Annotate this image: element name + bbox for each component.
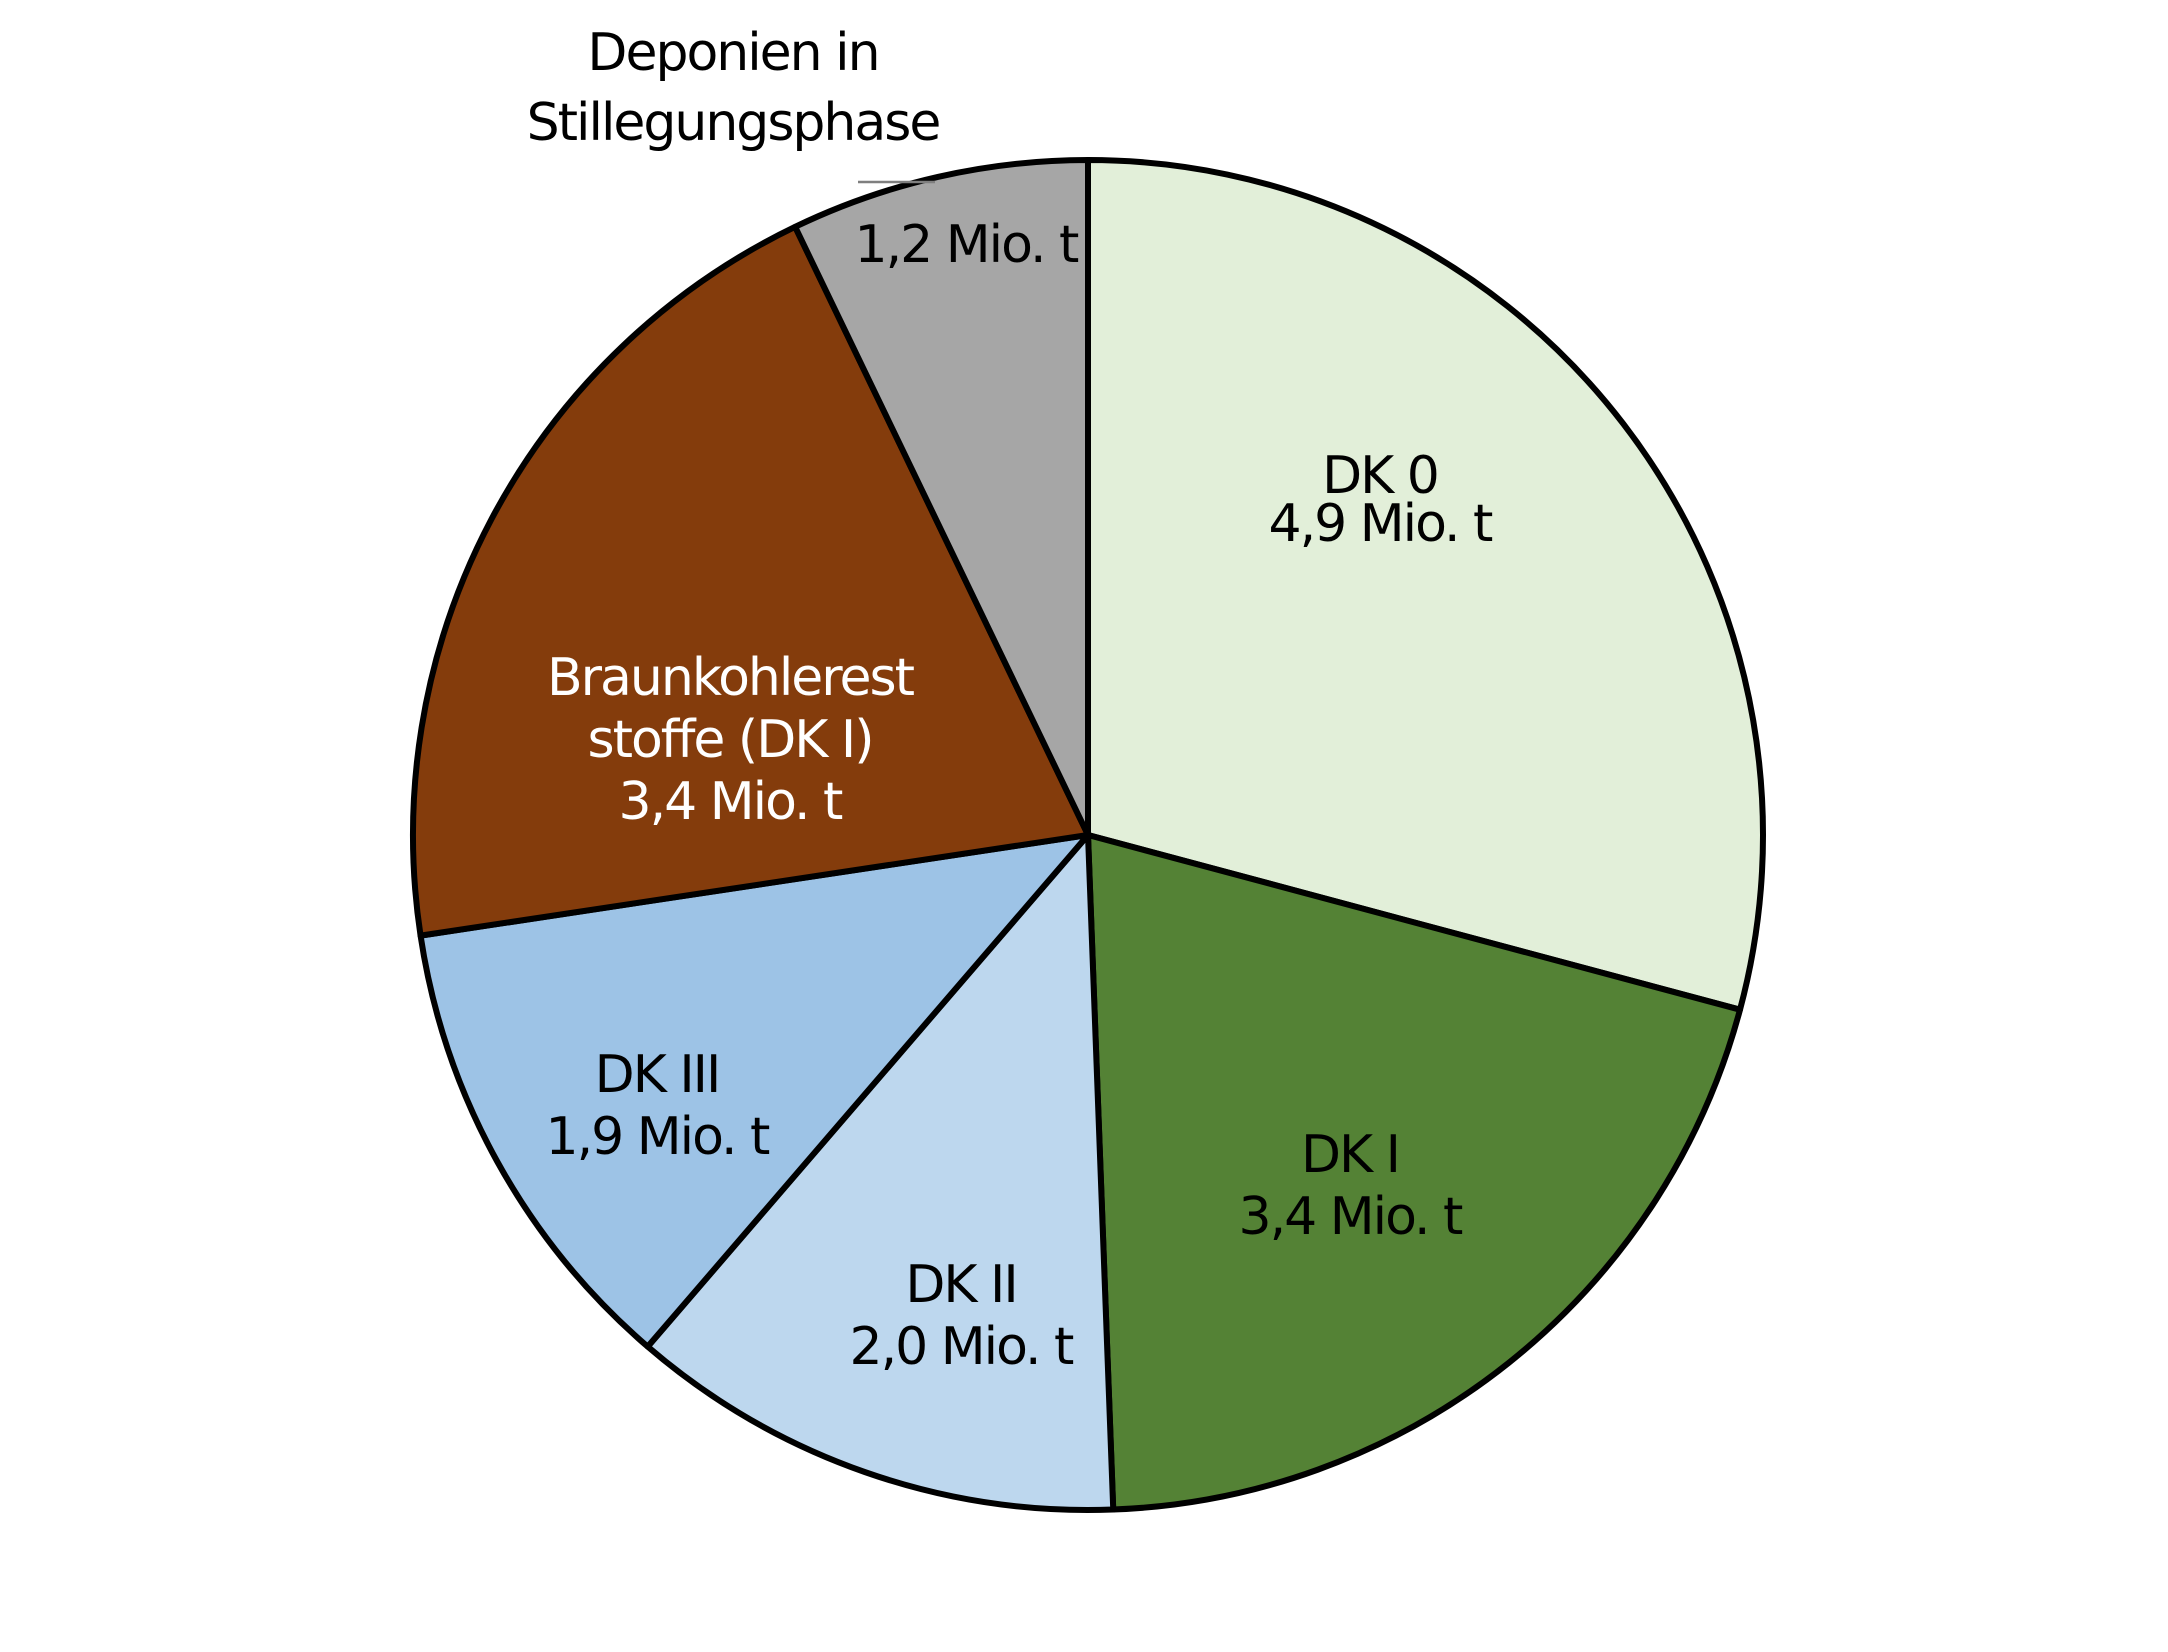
slice-label-4-line-1: stoffe (DK I) <box>587 710 872 770</box>
outside-slice-label-line-1: Stillegungsphase <box>527 93 940 153</box>
slice-label-2-line-0: DK II <box>905 1255 1016 1315</box>
slice-label-0-line-0: DK 0 <box>1322 446 1438 506</box>
slice-label-2-line-1: 2,0 Mio. t <box>850 1317 1074 1377</box>
pie-slice-1 <box>1085 832 1743 1513</box>
slice-label-5: 1,2 Mio. t <box>855 215 1079 275</box>
slice-label-1-line-0: DK I <box>1301 1125 1399 1185</box>
slice-label-3-line-0: DK III <box>595 1045 720 1105</box>
outside-slice-label-line-0: Deponien in <box>587 23 878 83</box>
slice-label-4-line-0: Braunkohlerest <box>547 648 915 708</box>
slice-label-1-line-1: 3,4 Mio. t <box>1239 1187 1463 1247</box>
outside-slice-label: Deponien in Stillegungsphase <box>527 23 940 153</box>
slice-label-5-line-0: 1,2 Mio. t <box>855 215 1079 275</box>
pie-slice-5 <box>792 157 1091 838</box>
pie-slice-0 <box>1085 157 1766 1013</box>
pie-slice-4 <box>410 223 1091 939</box>
slice-label-0-line-1: 4,9 Mio. t <box>1269 494 1493 554</box>
slice-label-4-line-2: 3,4 Mio. t <box>619 772 843 832</box>
pie-slice-3 <box>417 832 1091 1350</box>
slice-label-3-line-1: 1,9 Mio. t <box>546 1107 770 1167</box>
pie-slices <box>410 157 1766 1513</box>
pie-slice-2 <box>644 832 1117 1513</box>
